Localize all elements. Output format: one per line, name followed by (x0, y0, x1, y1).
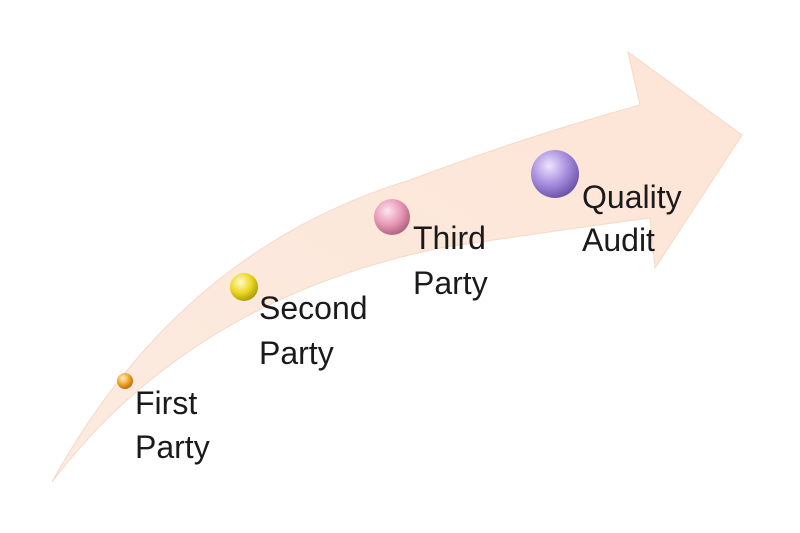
step-label-line2: Party (135, 429, 210, 465)
step-label-line1: Third (413, 220, 486, 256)
step-quality-audit: Quality Audit (531, 150, 682, 258)
step-label-line2: Audit (582, 222, 655, 258)
step-second-party: Second Party (230, 273, 368, 371)
step-label-line1: First (135, 385, 197, 421)
step-third-party: Third Party (374, 199, 488, 301)
step-label-line1: Quality (582, 179, 682, 215)
step-label-line2: Party (259, 335, 334, 371)
step-dot-icon (117, 373, 133, 389)
step-label-line2: Party (413, 265, 488, 301)
step-dot-icon (230, 273, 258, 301)
step-dot-icon (374, 199, 410, 235)
step-first-party: First Party (117, 373, 210, 465)
step-label-line1: Second (259, 290, 368, 326)
step-dot-icon (531, 150, 579, 198)
